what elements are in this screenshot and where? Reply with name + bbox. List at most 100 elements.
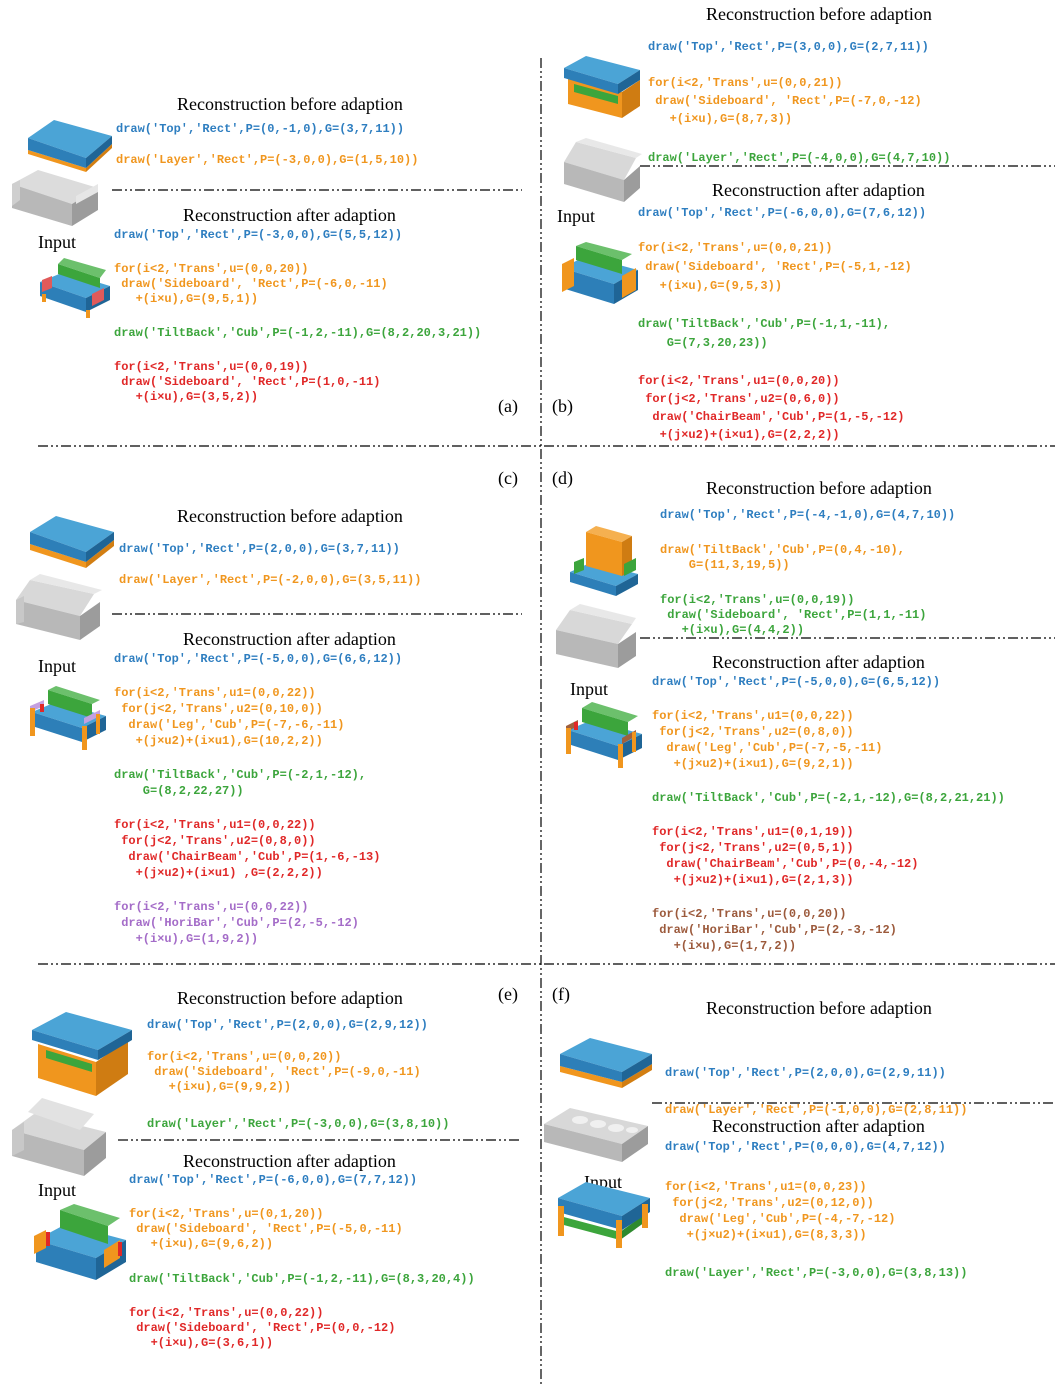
sofa-after-shape [30, 686, 106, 750]
input-label-a: Input [38, 232, 76, 252]
code-line: draw('Layer','Rect',P=(-3,0,0),G=(1,5,10… [116, 153, 419, 167]
code-line: G=(8,2,22,27)) [114, 784, 244, 798]
code-line: +(j×u2)+(i×u1) ,G=(2,2,2)) [114, 866, 323, 880]
code-line: +(j×u2)+(i×u1),G=(10,2,2)) [114, 734, 323, 748]
code-line: for(j<2,'Trans',u2=(0,12,0)) [665, 1196, 874, 1210]
input-label-b: Input [557, 206, 595, 226]
heading-before-b: Reconstruction before adaption [706, 4, 932, 24]
code-line: for(i<2,'Trans',u=(0,0,22)) [129, 1306, 324, 1320]
code-line: for(i<2,'Trans',u=(0,0,19)) [660, 593, 855, 607]
code-line: draw('TiltBack','Cub',P=(-1,2,-11),G=(8,… [114, 326, 482, 340]
heading-after-b: Reconstruction after adaption [712, 180, 925, 200]
code-line: for(j<2,'Trans',u2=(0,8,0)) [652, 725, 854, 739]
code-line: draw('Sideboard', 'Rect',P=(-7,0,-12) [648, 94, 922, 108]
chair-before-shape [570, 526, 638, 596]
code-line: for(i<2,'Trans',u1=(0,0,22)) [114, 686, 316, 700]
heading-before-a: Reconstruction before adaption [177, 94, 403, 114]
slab-before-shape [32, 1012, 132, 1096]
code-line: draw('Layer','Rect',P=(-3,0,0),G=(3,8,13… [665, 1266, 968, 1280]
code-line: draw('Top','Rect',P=(-5,0,0),G=(6,5,12)) [652, 675, 941, 689]
code-line: for(i<2,'Trans',u=(0,0,20)) [652, 907, 847, 921]
code-line: draw('TiltBack','Cub',P=(-1,1,-11), [638, 317, 891, 331]
label-f: (f) [552, 984, 570, 1004]
code-line: for(i<2,'Trans',u=(0,0,21)) [648, 76, 843, 90]
code-line: draw('Top','Rect',P=(2,0,0),G=(3,7,11)) [119, 542, 400, 556]
code-line: +(i×u),G=(9,9,2)) [147, 1080, 292, 1094]
code-line: +(j×u2)+(i×u1),G=(2,1,3)) [652, 873, 854, 887]
code-line: draw('Layer','Rect',P=(-3,0,0),G=(3,8,10… [147, 1117, 450, 1131]
code-line: draw('TiltBack','Cub',P=(-2,1,-12), [114, 768, 367, 782]
code-line: +(i×u),G=(3,5,2)) [114, 390, 259, 404]
code-line: for(i<2,'Trans',u=(0,0,20)) [147, 1050, 342, 1064]
code-line: +(i×u),G=(8,7,3)) [648, 112, 793, 126]
code-line: draw('Top','Rect',P=(2,0,0),G=(2,9,12)) [147, 1018, 428, 1032]
code-line: +(i×u),G=(3,6,1)) [129, 1336, 274, 1350]
code-line: +(i×u),G=(9,6,2)) [129, 1237, 274, 1251]
sofa-after-shape [566, 702, 642, 768]
code-line: draw('Sideboard', 'Rect',P=(-6,0,-11) [114, 277, 388, 291]
heading-after-e: Reconstruction after adaption [183, 1151, 396, 1171]
code-line: for(i<2,'Trans',u=(0,0,20)) [114, 262, 309, 276]
code-line: +(i×u),G=(9,5,1)) [114, 292, 259, 306]
code-line: draw('Top','Rect',P=(-6,0,0),G=(7,6,12)) [638, 206, 927, 220]
input-sofa-shape [12, 170, 98, 226]
input-sofa-shape [544, 1108, 648, 1162]
input-sofa-shape [12, 1098, 106, 1176]
code-line: for(j<2,'Trans',u2=(0,5,1)) [652, 841, 854, 855]
input-label-d: Input [570, 679, 608, 699]
sofa-after-shape [34, 1204, 126, 1280]
code-line: draw('TiltBack','Cub',P=(0,4,-10), [660, 543, 905, 557]
input-sofa-shape [564, 138, 642, 202]
label-c: (c) [498, 468, 518, 488]
input-sofa-shape [556, 604, 636, 668]
code-line: draw('Top','Rect',P=(-6,0,0),G=(7,7,12)) [129, 1173, 418, 1187]
heading-before-e: Reconstruction before adaption [177, 988, 403, 1008]
code-line: for(i<2,'Trans',u=(0,0,21)) [638, 241, 833, 255]
sofa-after-shape [40, 258, 110, 318]
code-line: for(i<2,'Trans',u1=(0,0,22)) [652, 709, 854, 723]
heading-after-d: Reconstruction after adaption [712, 652, 925, 672]
code-line: for(i<2,'Trans',u1=(0,0,20)) [638, 374, 840, 388]
code-line: for(j<2,'Trans',u2=(0,8,0)) [114, 834, 316, 848]
code-line: for(i<2,'Trans',u1=(0,0,22)) [114, 818, 316, 832]
code-line: +(i×u),G=(4,4,2)) [660, 623, 805, 637]
code-line: +(j×u2)+(i×u1),G=(2,2,2)) [638, 428, 840, 442]
code-line: draw('TiltBack','Cub',P=(-2,1,-12),G=(8,… [652, 791, 1005, 805]
code-line: draw('Sideboard', 'Rect',P=(0,0,-12) [129, 1321, 396, 1335]
label-b: (b) [552, 396, 573, 416]
code-line: for(i<2,'Trans',u1=(0,1,19)) [652, 825, 854, 839]
slab-before-shape [560, 1038, 652, 1088]
code-line: for(i<2,'Trans',u=(0,0,22)) [114, 900, 309, 914]
code-line: +(j×u2)+(i×u1),G=(8,3,3)) [665, 1228, 867, 1242]
code-line: draw('Top','Rect',P=(0,-1,0),G=(3,7,11)) [116, 122, 405, 136]
code-line: draw('Sideboard', 'Rect',P=(-5,1,-12) [638, 260, 912, 274]
code-line: for(j<2,'Trans',u2=(0,10,0)) [114, 702, 323, 716]
code-line: draw('Layer','Rect',P=(-4,0,0),G=(4,7,10… [648, 151, 951, 165]
code-line: draw('Sideboard', 'Rect',P=(1,1,-11) [660, 608, 927, 622]
code-line: draw('Top','Rect',P=(-4,-1,0),G=(4,7,10)… [660, 508, 956, 522]
code-line: draw('Sideboard', 'Rect',P=(-9,0,-11) [147, 1065, 421, 1079]
code-line: draw('ChairBeam','Cub',P=(0,-4,-12) [652, 857, 919, 871]
code-line: +(i×u),G=(1,9,2)) [114, 932, 259, 946]
sofa-after-shape [558, 1182, 650, 1248]
input-sofa-shape [16, 574, 102, 640]
code-line: draw('Top','Rect',P=(2,0,0),G=(2,9,11)) [665, 1066, 946, 1080]
code-line: for(i<2,'Trans',u1=(0,0,23)) [665, 1180, 867, 1194]
code-line: draw('ChairBeam','Cub',P=(1,-5,-12) [638, 410, 905, 424]
code-line: draw('TiltBack','Cub',P=(-1,2,-11),G=(8,… [129, 1272, 475, 1286]
label-e: (e) [498, 984, 518, 1004]
heading-after-a: Reconstruction after adaption [183, 205, 396, 225]
label-a: (a) [498, 396, 518, 416]
code-line: draw('HoriBar','Cub',P=(2,-5,-12) [114, 916, 359, 930]
code-line: +(i×u),G=(9,5,3)) [638, 279, 783, 293]
heading-after-c: Reconstruction after adaption [183, 629, 396, 649]
heading-before-c: Reconstruction before adaption [177, 506, 403, 526]
code-line: +(i×u),G=(1,7,2)) [652, 939, 797, 953]
code-line: G=(7,3,20,23)) [638, 336, 768, 350]
slab-before-shape [564, 56, 640, 118]
heading-before-f: Reconstruction before adaption [706, 998, 932, 1018]
code-line: for(i<2,'Trans',u=(0,1,20)) [129, 1207, 324, 1221]
code-line: draw('ChairBeam','Cub',P=(1,-6,-13) [114, 850, 381, 864]
heading-after-f: Reconstruction after adaption [712, 1116, 925, 1136]
slab-before-shape [30, 516, 114, 568]
